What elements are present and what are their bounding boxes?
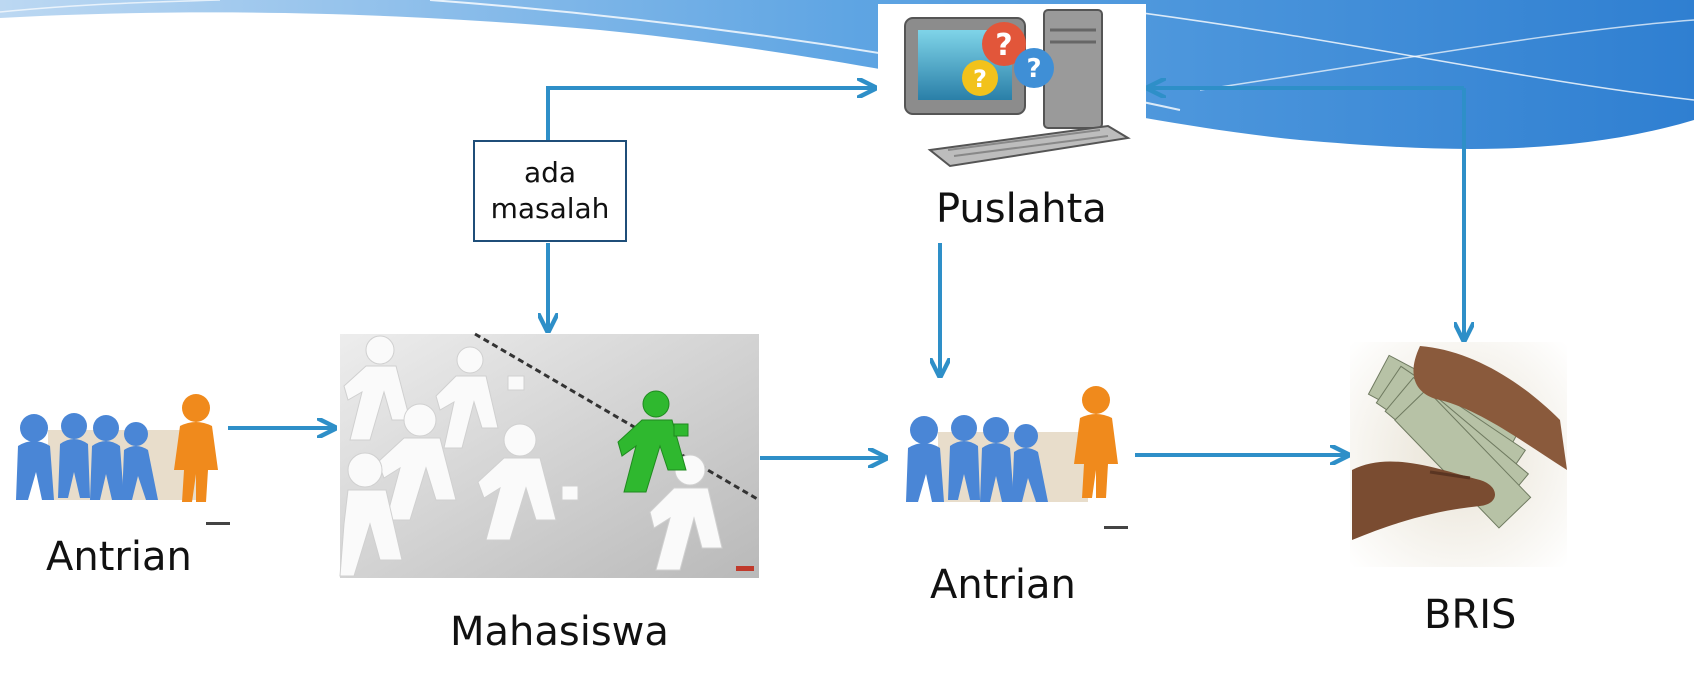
- note-line-1: ada: [523, 156, 577, 189]
- problem-note-box: ada masalah: [473, 140, 627, 242]
- connectors: [228, 88, 1464, 458]
- svg-text:?: ?: [1026, 54, 1041, 84]
- arrow-to-puslahta: [546, 88, 875, 140]
- svg-text:?: ?: [973, 65, 987, 93]
- node-label-queue2: Antrian: [930, 562, 1076, 608]
- node-label-students: Mahasiswa: [450, 609, 669, 655]
- note-line-2: masalah: [490, 192, 610, 225]
- header-wave: [0, 0, 1694, 149]
- svg-text:?: ?: [995, 28, 1012, 63]
- queue-people-image-left: [16, 394, 230, 525]
- node-label-bris: BRIS: [1424, 592, 1516, 638]
- node-label-puslahta: Puslahta: [936, 186, 1107, 232]
- queue-people-image-right: [906, 386, 1128, 529]
- computer-question-icon: ? ? ?: [878, 4, 1146, 174]
- money-hands-image: [1350, 342, 1567, 567]
- node-label-queue1: Antrian: [46, 534, 192, 580]
- running-students-image: [339, 332, 760, 578]
